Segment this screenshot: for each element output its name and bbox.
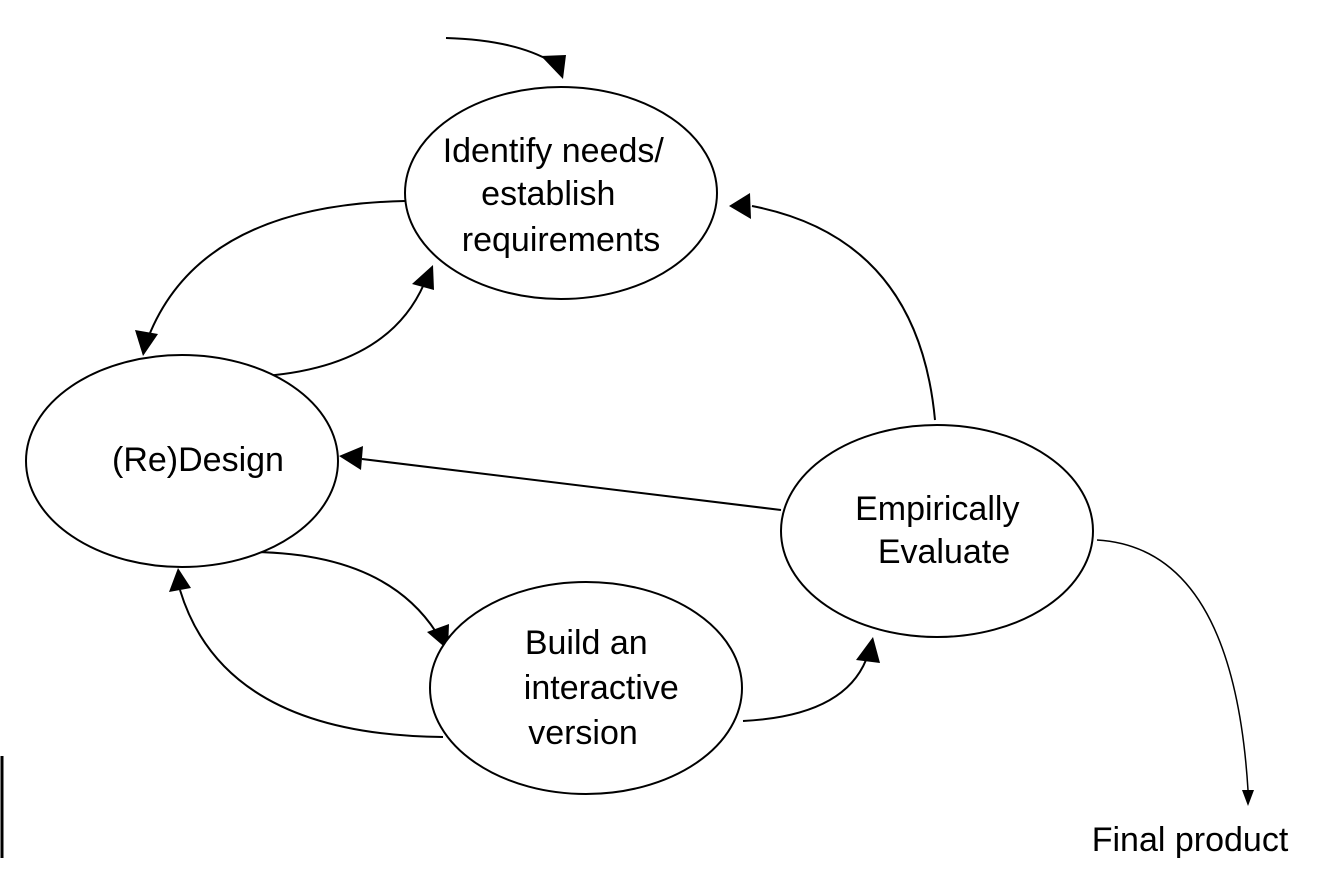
- node-redesign-line-1: (Re)Design: [112, 441, 284, 479]
- diagram-edges: [135, 37, 1254, 806]
- node-evaluate-shape: [780, 424, 1094, 638]
- node-empirically-evaluate: Empirically Evaluate: [780, 424, 1094, 638]
- node-identify-needs-shape: [404, 86, 718, 300]
- arrowhead-redesign-to-identify: [412, 265, 434, 290]
- edge-build-to-evaluate: [742, 659, 867, 722]
- edge-identify-to-redesign: [147, 200, 406, 339]
- node-identify-needs: Identify needs/ establish requirements: [404, 86, 718, 300]
- node-redesign: (Re)Design: [25, 354, 339, 568]
- node-build-line-3: version: [528, 714, 638, 752]
- arrowhead-start-to-identify: [541, 55, 566, 79]
- arrowhead-identify-to-redesign: [135, 330, 158, 356]
- node-build-label: Build an interactive version: [524, 624, 688, 752]
- arrowhead-build-to-redesign: [169, 568, 191, 592]
- node-evaluate-label: Empirically Evaluate: [855, 490, 1029, 571]
- edge-evaluate-to-identify: [751, 205, 936, 421]
- node-build-line-1: Build an: [525, 624, 648, 662]
- node-identify-needs-line-3: requirements: [462, 221, 660, 259]
- node-redesign-shape: [25, 354, 339, 568]
- arrowhead-evaluate-to-identify: [729, 193, 751, 219]
- node-build-shape: [429, 581, 743, 795]
- node-redesign-label: (Re)Design: [112, 441, 284, 479]
- edge-redesign-to-identify: [264, 283, 425, 377]
- node-evaluate-line-1: Empirically: [855, 490, 1019, 528]
- arrowhead-evaluate-to-redesign: [339, 446, 363, 470]
- node-identify-needs-line-2: establish: [481, 175, 615, 213]
- edge-build-to-redesign: [179, 589, 444, 738]
- edge-redesign-to-build: [247, 551, 437, 633]
- arrowhead-build-to-evaluate: [856, 637, 880, 663]
- edge-evaluate-to-redesign: [361, 458, 782, 511]
- node-build-line-2: interactive: [524, 669, 679, 707]
- node-build-interactive-version: Build an interactive version: [429, 581, 743, 795]
- edge-evaluate-to-final: [1096, 539, 1249, 791]
- node-identify-needs-line-1: Identify needs/: [443, 132, 665, 170]
- final-product-label: Final product: [1092, 821, 1289, 859]
- node-evaluate-line-2: Evaluate: [878, 533, 1010, 571]
- node-identify-needs-label: Identify needs/ establish requirements: [443, 132, 674, 259]
- arrowhead-evaluate-to-final: [1242, 790, 1254, 806]
- edge-start-to-identify: [445, 37, 553, 63]
